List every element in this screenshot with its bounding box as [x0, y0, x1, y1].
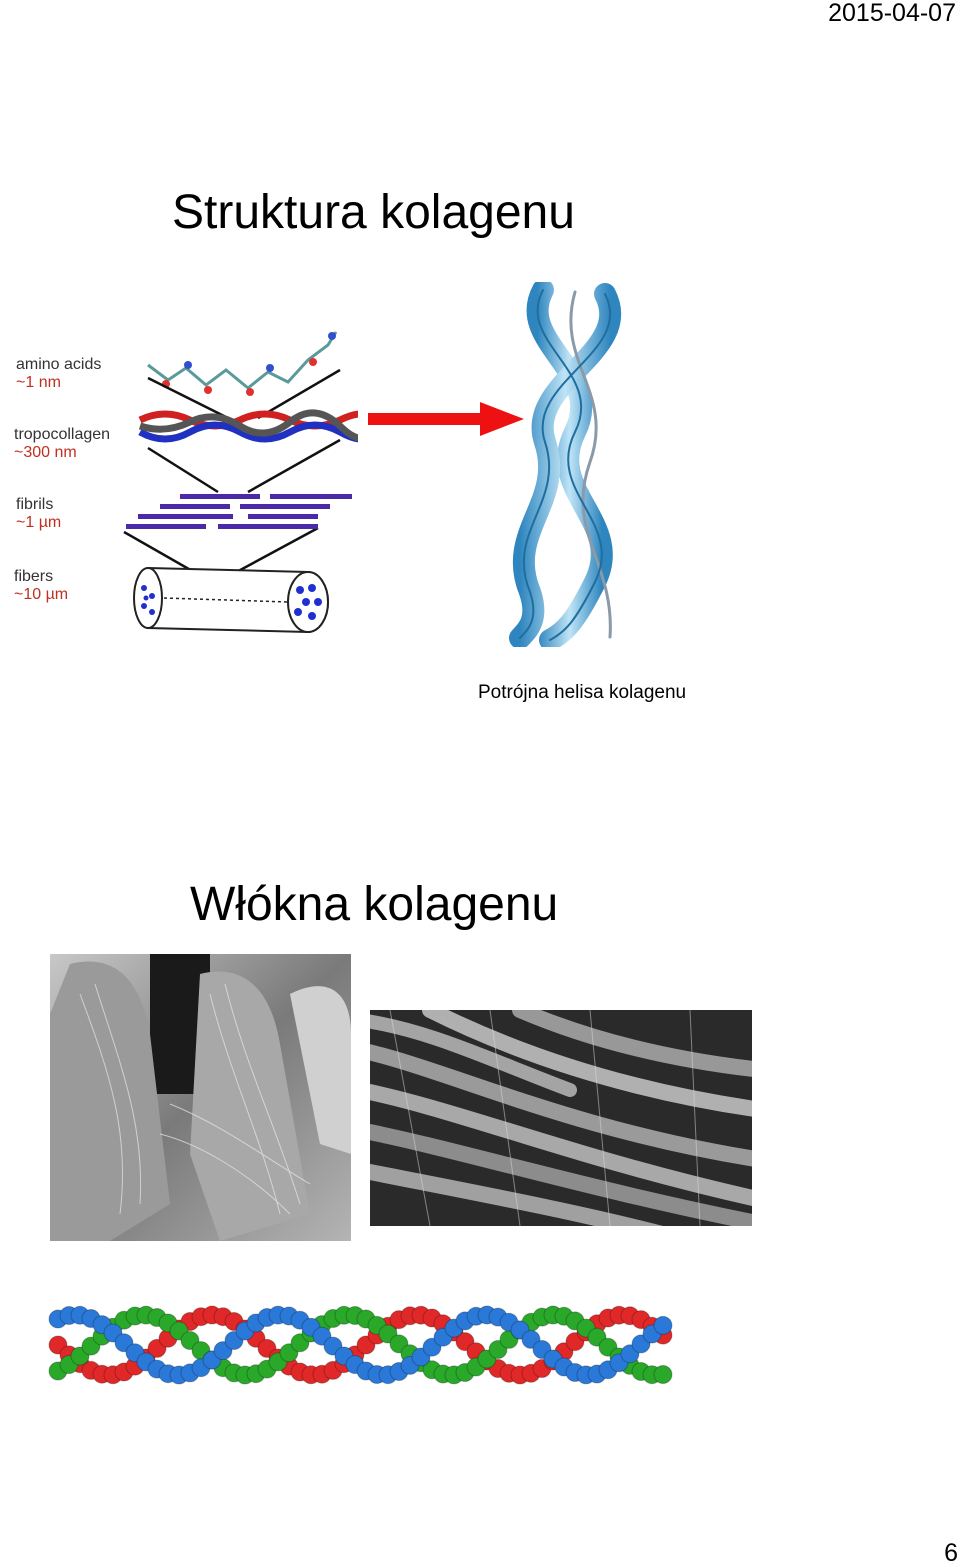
slide-title-2: Włókna kolagenu — [190, 878, 558, 932]
level-size-fibers: ~10 µm — [14, 586, 68, 604]
level-label-amino-acids: amino acids — [16, 356, 101, 374]
level-size-tropocollagen: ~300 nm — [14, 444, 110, 462]
level-label-tropocollagen: tropocollagen — [14, 426, 110, 444]
amino-acid-molecule — [148, 332, 336, 388]
hierarchy-graphic — [108, 310, 358, 650]
level-size-amino-acids: ~1 nm — [16, 374, 101, 392]
tropocollagen-strands — [140, 413, 358, 439]
triple-helix-illustration — [505, 282, 640, 647]
strand-bead — [654, 1316, 672, 1334]
level-size-fibrils: ~1 µm — [16, 514, 61, 532]
collagen-hierarchy-diagram: amino acids ~1 nm tropocollagen ~300 nm … — [8, 310, 358, 650]
level-label-fibrils: fibrils — [16, 496, 61, 514]
strand-bead — [654, 1366, 672, 1384]
slide-title: Struktura kolagenu — [172, 186, 575, 240]
ball-strand-triple-helix — [48, 1290, 678, 1400]
page-number: 6 — [944, 1539, 958, 1567]
sem-micrograph-right — [370, 1010, 752, 1226]
red-arrow-icon — [368, 402, 528, 436]
fiber-tube — [134, 568, 328, 632]
header-date: 2015-04-07 — [828, 0, 956, 26]
sem-micrograph-left — [50, 954, 351, 1241]
triple-helix-caption: Potrójna helisa kolagenu — [478, 682, 686, 704]
level-label-fibers: fibers — [14, 568, 68, 586]
fibril-bars — [126, 494, 352, 529]
